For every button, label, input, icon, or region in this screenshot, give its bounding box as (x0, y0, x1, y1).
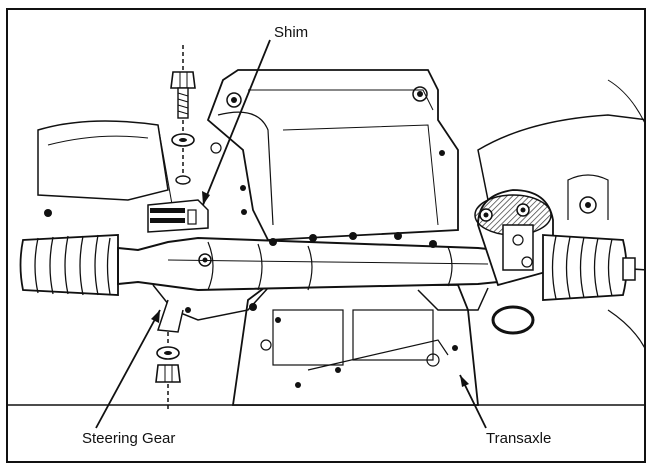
shim-part (147, 199, 209, 233)
illustration-frame: Shim Steering Gear Transaxle (6, 8, 646, 463)
upper-mount-bolt (170, 45, 196, 185)
steering-gear-diagram (8, 39, 644, 429)
right-body-panel (477, 114, 644, 271)
left-panel-bolt (44, 209, 52, 217)
transaxle-label: Transaxle (486, 430, 552, 447)
lower-mount-nut (155, 332, 181, 410)
rack-housing (117, 232, 499, 313)
shim-leader (202, 39, 271, 206)
left-bellows (19, 234, 119, 296)
shim-label: Shim (274, 24, 309, 41)
steering-gear-leader (95, 309, 161, 429)
rack-mount-bracket (152, 284, 269, 321)
steering-gear-label: Steering Gear (82, 430, 176, 447)
left-body-panel (37, 120, 169, 201)
pinion-housing (474, 189, 554, 335)
transaxle-upper-housing (206, 69, 459, 241)
right-bellows (542, 234, 636, 301)
